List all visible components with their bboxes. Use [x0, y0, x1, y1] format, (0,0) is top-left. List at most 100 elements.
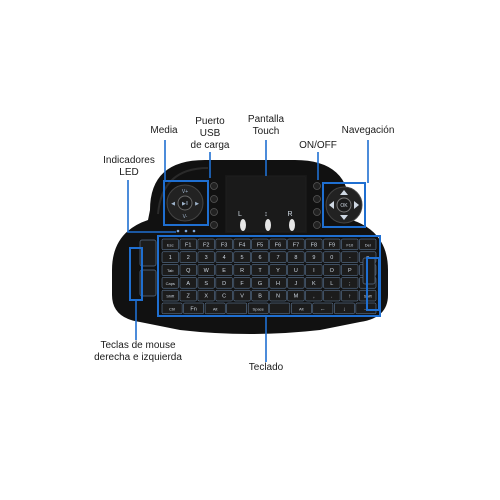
key[interactable]: 0: [323, 251, 341, 263]
key[interactable]: 8: [287, 251, 305, 263]
key-label: R: [240, 268, 244, 274]
right-mouse-keys[interactable]: [362, 257, 376, 285]
left-mouse-keys[interactable]: [139, 239, 157, 297]
key-label: F2: [203, 242, 209, 248]
key[interactable]: F3: [215, 238, 233, 251]
key[interactable]: F: [233, 277, 251, 289]
key[interactable]: L: [323, 277, 341, 289]
key[interactable]: F10: [341, 238, 359, 251]
key[interactable]: I: [305, 264, 323, 276]
key[interactable]: B: [251, 289, 269, 302]
key[interactable]: F9: [323, 238, 341, 251]
key[interactable]: 5: [233, 251, 251, 263]
key[interactable]: V: [233, 289, 251, 302]
key[interactable]: Caps: [161, 277, 179, 289]
key[interactable]: H: [269, 277, 287, 289]
key[interactable]: O: [323, 264, 341, 276]
key[interactable]: 4: [215, 251, 233, 263]
key[interactable]: Shift: [161, 289, 179, 302]
keyboard-keys[interactable]: EscF1F2F3F4F5F6F7F8F9F10Del1234567890-=T…: [161, 238, 377, 315]
right-side-buttons[interactable]: [313, 182, 321, 229]
media-pad[interactable]: [166, 184, 204, 222]
key[interactable]: .: [323, 289, 341, 302]
key[interactable]: F2: [197, 238, 215, 251]
key[interactable]: N: [269, 289, 287, 302]
nav-label: Navegación: [341, 125, 395, 136]
mouse-keys-right-highlight: [366, 257, 380, 311]
key[interactable]: ↓: [334, 302, 355, 315]
key[interactable]: J: [287, 277, 305, 289]
key-label: Ctrl: [169, 306, 175, 311]
key[interactable]: ;: [341, 277, 359, 289]
key[interactable]: 2: [179, 251, 197, 263]
key[interactable]: F4: [233, 238, 251, 251]
key[interactable]: ,: [305, 289, 323, 302]
key[interactable]: ↑: [341, 289, 359, 302]
key-label: A: [186, 281, 190, 287]
hand-icon: [240, 219, 295, 231]
key[interactable]: T: [251, 264, 269, 276]
key[interactable]: ←: [312, 302, 334, 315]
key-label: ↓: [343, 306, 346, 312]
key-label: U: [294, 268, 298, 274]
key-label: 2: [187, 255, 190, 261]
key[interactable]: U: [287, 264, 305, 276]
key[interactable]: Z: [179, 289, 197, 302]
key[interactable]: Alt: [204, 302, 226, 315]
key[interactable]: Ctrl: [161, 302, 183, 315]
key-label: F8: [311, 242, 317, 248]
key[interactable]: 9: [305, 251, 323, 263]
key[interactable]: Fn: [183, 302, 204, 315]
key[interactable]: F8: [305, 238, 323, 251]
key[interactable]: C: [215, 289, 233, 302]
key[interactable]: D: [215, 277, 233, 289]
key[interactable]: E: [215, 264, 233, 276]
onoff-label: ON/OFF: [299, 140, 337, 151]
key-label: O: [330, 268, 335, 274]
key[interactable]: Alt: [290, 302, 312, 315]
key[interactable]: F1: [179, 238, 197, 251]
key[interactable]: Esc: [161, 238, 179, 251]
key[interactable]: Tab: [161, 264, 179, 276]
key-label: Y: [276, 268, 280, 274]
usb-label: Puerto USB de carga: [186, 116, 234, 152]
key[interactable]: G: [251, 277, 269, 289]
key[interactable]: M: [287, 289, 305, 302]
key[interactable]: Q: [179, 264, 197, 276]
left-side-buttons[interactable]: [210, 182, 218, 229]
key[interactable]: F6: [269, 238, 287, 251]
key-label: D: [222, 281, 226, 287]
key[interactable]: F7: [287, 238, 305, 251]
key[interactable]: F5: [251, 238, 269, 251]
touch-label-line2: Touch: [252, 126, 280, 137]
touchpad-left-label: L: [238, 211, 242, 218]
key-label: 9: [312, 255, 315, 261]
key-label: .: [331, 294, 333, 300]
key[interactable]: W: [197, 264, 215, 276]
key[interactable]: 3: [197, 251, 215, 263]
key-label: 1: [169, 255, 172, 261]
key[interactable]: -: [341, 251, 359, 263]
key-label: G: [258, 281, 262, 287]
navigation-dpad[interactable]: [325, 186, 363, 224]
key[interactable]: R: [233, 264, 251, 276]
led-indicators: [176, 229, 196, 233]
key[interactable]: [269, 302, 291, 315]
key[interactable]: A: [179, 277, 197, 289]
key[interactable]: 1: [161, 251, 179, 263]
key[interactable]: K: [305, 277, 323, 289]
key[interactable]: Y: [269, 264, 287, 276]
key[interactable]: 7: [269, 251, 287, 263]
usb-label-line1: Puerto: [195, 116, 225, 127]
key[interactable]: →: [355, 302, 377, 315]
key[interactable]: Del: [359, 238, 377, 251]
key[interactable]: Space: [247, 302, 269, 315]
prev-track-icon: ◀: [171, 201, 175, 207]
key[interactable]: P: [341, 264, 359, 276]
key[interactable]: S: [197, 277, 215, 289]
key[interactable]: 6: [251, 251, 269, 263]
key[interactable]: [226, 302, 248, 315]
key[interactable]: X: [197, 289, 215, 302]
key-label: F5: [257, 242, 263, 248]
